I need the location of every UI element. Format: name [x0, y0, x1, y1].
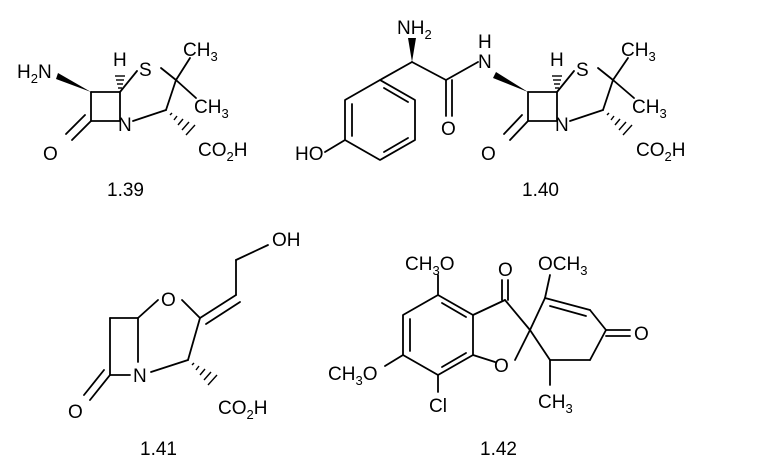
amide-h-label: H	[478, 32, 492, 53]
methyl-top-label: CH3	[183, 40, 218, 64]
ketone-oxygen-label: O	[498, 260, 513, 281]
compound-number: 1.42	[480, 439, 517, 460]
enone-oxygen-label: O	[634, 324, 649, 345]
ring-oxygen-label: O	[161, 290, 176, 311]
nitrogen-label: N	[118, 115, 132, 136]
compound-number: 1.40	[522, 180, 559, 201]
methyl-top-label: CH3	[621, 40, 656, 64]
compound-number: 1.41	[140, 439, 177, 460]
compound-number: 1.39	[107, 180, 144, 201]
amide-nitrogen-label: N	[478, 52, 492, 73]
methyl-label: CH3	[538, 392, 573, 416]
nitrogen-label: N	[555, 115, 569, 136]
amide-oxygen-label: O	[441, 119, 456, 140]
lactam-oxygen-label: O	[481, 144, 496, 165]
nitrogen-label: N	[133, 366, 147, 387]
methoxy-right-label: OCH3	[538, 254, 587, 278]
amine-label: NH2	[397, 18, 432, 42]
amine-label: H2N	[17, 62, 52, 86]
methoxy-left-label: CH3O	[328, 364, 377, 388]
acid-label: CO2H	[198, 140, 247, 164]
hydroxyl-label: HO	[295, 144, 324, 165]
h-label: H	[550, 50, 564, 71]
compound-1-39: H2N H S CH3 CH3 O N CO2H 1.39	[17, 40, 247, 201]
sulfur-label: S	[576, 60, 589, 81]
h-label: H	[113, 50, 127, 71]
acid-label: CO2H	[218, 398, 267, 422]
ring-oxygen-label: O	[494, 356, 509, 377]
compound-1-40: NH2 N H H S CH3 CH3 HO O O N CO2H 1.40	[295, 18, 685, 201]
chlorine-label: Cl	[429, 396, 447, 417]
compound-1-41: OH O O N CO2H 1.41	[68, 230, 301, 460]
methoxy-top-label: CH3O	[405, 254, 454, 278]
sulfur-label: S	[139, 60, 152, 81]
acid-label: CO2H	[636, 140, 685, 164]
lactam-oxygen-label: O	[68, 402, 83, 423]
oxygen-label: O	[43, 144, 58, 165]
methyl-bottom-label: CH3	[194, 97, 229, 121]
methyl-bottom-label: CH3	[632, 97, 667, 121]
compound-1-42: CH3O O OCH3 CH3O O O Cl CH3 1.42	[328, 254, 649, 460]
hydroxyl-label: OH	[272, 230, 301, 251]
